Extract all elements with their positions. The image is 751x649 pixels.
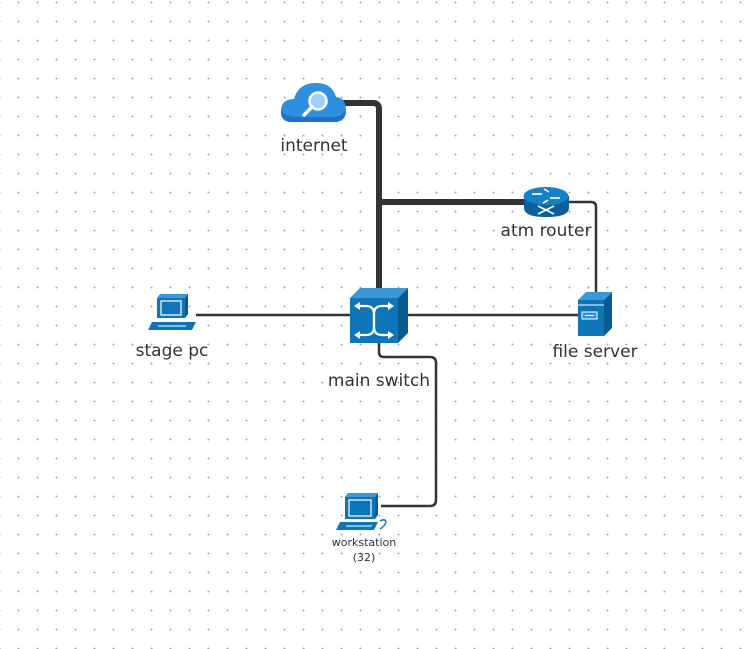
workstation-name: workstation xyxy=(331,536,397,549)
edge-main-switch-workstation[interactable] xyxy=(377,343,438,508)
file-server-node[interactable] xyxy=(578,292,612,336)
workstation-node[interactable] xyxy=(336,493,387,530)
main-switch-node[interactable] xyxy=(350,288,408,343)
file-server-label: file server xyxy=(552,342,638,362)
workstation-label: workstation (32) xyxy=(332,536,396,566)
workstation-count: (32) xyxy=(352,550,376,564)
internet-node[interactable] xyxy=(280,82,346,122)
atm-router-label: atm router xyxy=(500,221,592,241)
stage-pc-label: stage pc xyxy=(135,341,209,361)
edges xyxy=(196,100,598,508)
stage-pc-node[interactable] xyxy=(148,294,196,330)
pc-icon xyxy=(148,294,196,330)
edge-atm-router-file-server[interactable] xyxy=(569,200,598,292)
workstation-icon xyxy=(336,493,387,530)
atm-router-node[interactable] xyxy=(523,187,570,217)
main-switch-label: main switch xyxy=(327,371,431,391)
server-icon xyxy=(578,292,612,336)
cloud-search-icon xyxy=(280,82,346,122)
edge-internet-main-switch[interactable] xyxy=(343,100,382,288)
internet-label: internet xyxy=(280,136,348,156)
router-icon xyxy=(523,187,569,217)
switch-icon xyxy=(350,288,408,343)
